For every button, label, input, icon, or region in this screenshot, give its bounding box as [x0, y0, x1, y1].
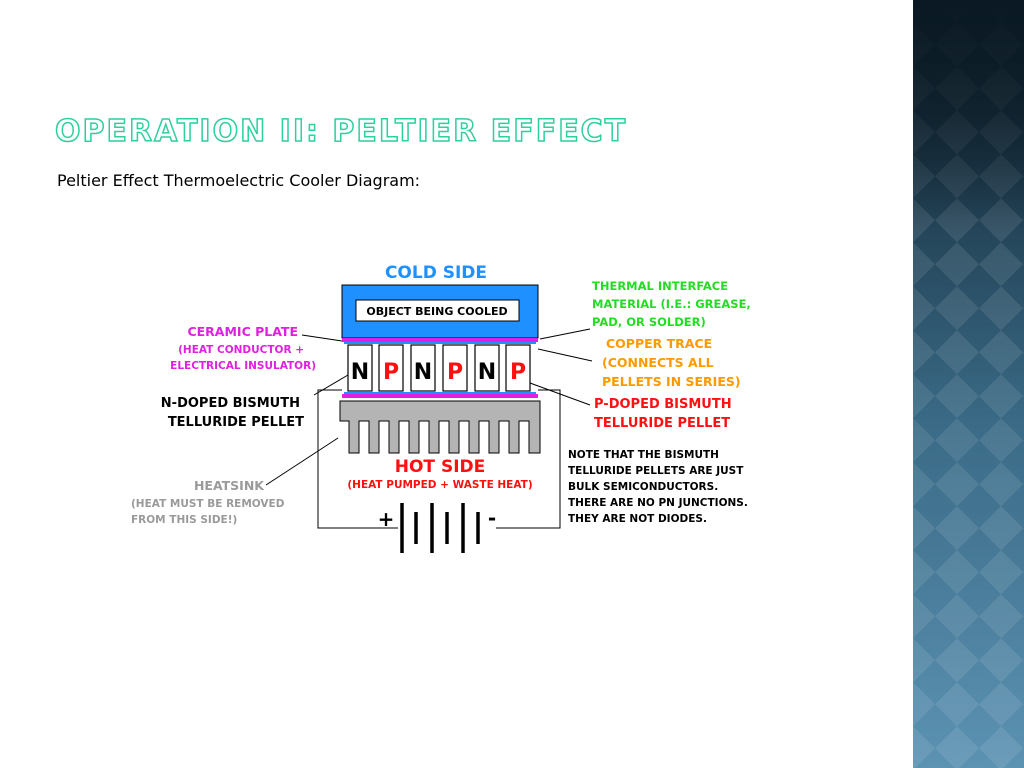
thermal-interface-line2: MATERIAL (I.E.: GREASE, — [592, 297, 751, 311]
pellet-n-2-label: N — [414, 360, 432, 385]
bottom-ceramic-plate — [342, 394, 538, 398]
p-pellet-line2: TELLURIDE PELLET — [594, 416, 730, 431]
pellet-n-1 — [347, 344, 373, 392]
heatsink-line2: (HEAT MUST BE REMOVED — [131, 498, 285, 510]
pellet-p-3-label: P — [510, 360, 526, 385]
p-pellet-line1: P-DOPED BISMUTH — [594, 397, 732, 412]
copper-trace-line3: PELLETS IN SERIES) — [602, 374, 741, 389]
pellet-n-1-label: N — [351, 360, 369, 385]
slide-subtitle: Peltier Effect Thermoelectric Cooler Dia… — [57, 171, 421, 190]
ceramic-plate-title: CERAMIC PLATE — [187, 324, 298, 339]
hot-side-label: HOT SIDE — [395, 457, 486, 477]
pellet-p-3 — [505, 344, 531, 392]
pellet-n-2 — [410, 344, 436, 392]
peltier-diagram: COLD SIDE OBJECT BEING COOLED N P N P N … — [131, 263, 751, 553]
object-label: OBJECT BEING COOLED — [366, 305, 507, 318]
heatsink — [339, 400, 541, 454]
pellet-p-1 — [378, 344, 404, 392]
note-line3: BULK SEMICONDUCTORS. — [568, 481, 718, 493]
bottom-copper-trace — [344, 392, 536, 394]
thermal-interface-line1: THERMAL INTERFACE — [592, 279, 728, 293]
n-pellet-line1: N-DOPED BISMUTH — [161, 396, 300, 411]
ceramic-plate-line3: ELECTRICAL INSULATOR) — [170, 360, 316, 372]
pellet-n-3 — [474, 344, 500, 392]
note-line4: THERE ARE NO PN JUNCTIONS. — [568, 497, 748, 509]
battery-symbol — [400, 503, 480, 553]
heatsink-line3: FROM THIS SIDE!) — [131, 514, 237, 526]
cold-side-label: COLD SIDE — [385, 263, 487, 283]
top-copper-trace — [344, 342, 536, 344]
note-line2: TELLURIDE PELLETS ARE JUST — [568, 465, 744, 477]
ceramic-plate-line2: (HEAT CONDUCTOR + — [178, 344, 304, 356]
pellet-n-3-label: N — [478, 360, 496, 385]
pellet-p-2 — [442, 344, 468, 392]
leader-lines — [265, 328, 593, 486]
n-pellet-line2: TELLURIDE PELLET — [168, 415, 304, 430]
note-line1: NOTE THAT THE BISMUTH — [568, 449, 719, 461]
top-ceramic-plate — [342, 338, 538, 342]
copper-trace-line1: COPPER TRACE — [606, 336, 712, 351]
copper-trace-line2: (CONNECTS ALL — [602, 355, 714, 370]
slide-title: OPERATION II: PELTIER EFFECT — [54, 113, 628, 150]
pellet-p-2-label: P — [447, 360, 463, 385]
pellet-p-1-label: P — [383, 360, 399, 385]
battery-minus: - — [488, 506, 496, 530]
note-line5: THEY ARE NOT DIODES. — [568, 513, 707, 525]
side-decorative-panel — [913, 0, 1024, 768]
thermal-interface-line3: PAD, OR SOLDER) — [592, 315, 706, 329]
heatsink-title: HEATSINK — [194, 478, 265, 493]
object-label-box — [355, 299, 520, 322]
pellet-row: N P N P N P — [347, 344, 531, 392]
panel-top-shade — [913, 0, 1024, 230]
hot-side-note: (HEAT PUMPED + WASTE HEAT) — [347, 479, 532, 491]
battery-plus: + — [378, 507, 395, 531]
